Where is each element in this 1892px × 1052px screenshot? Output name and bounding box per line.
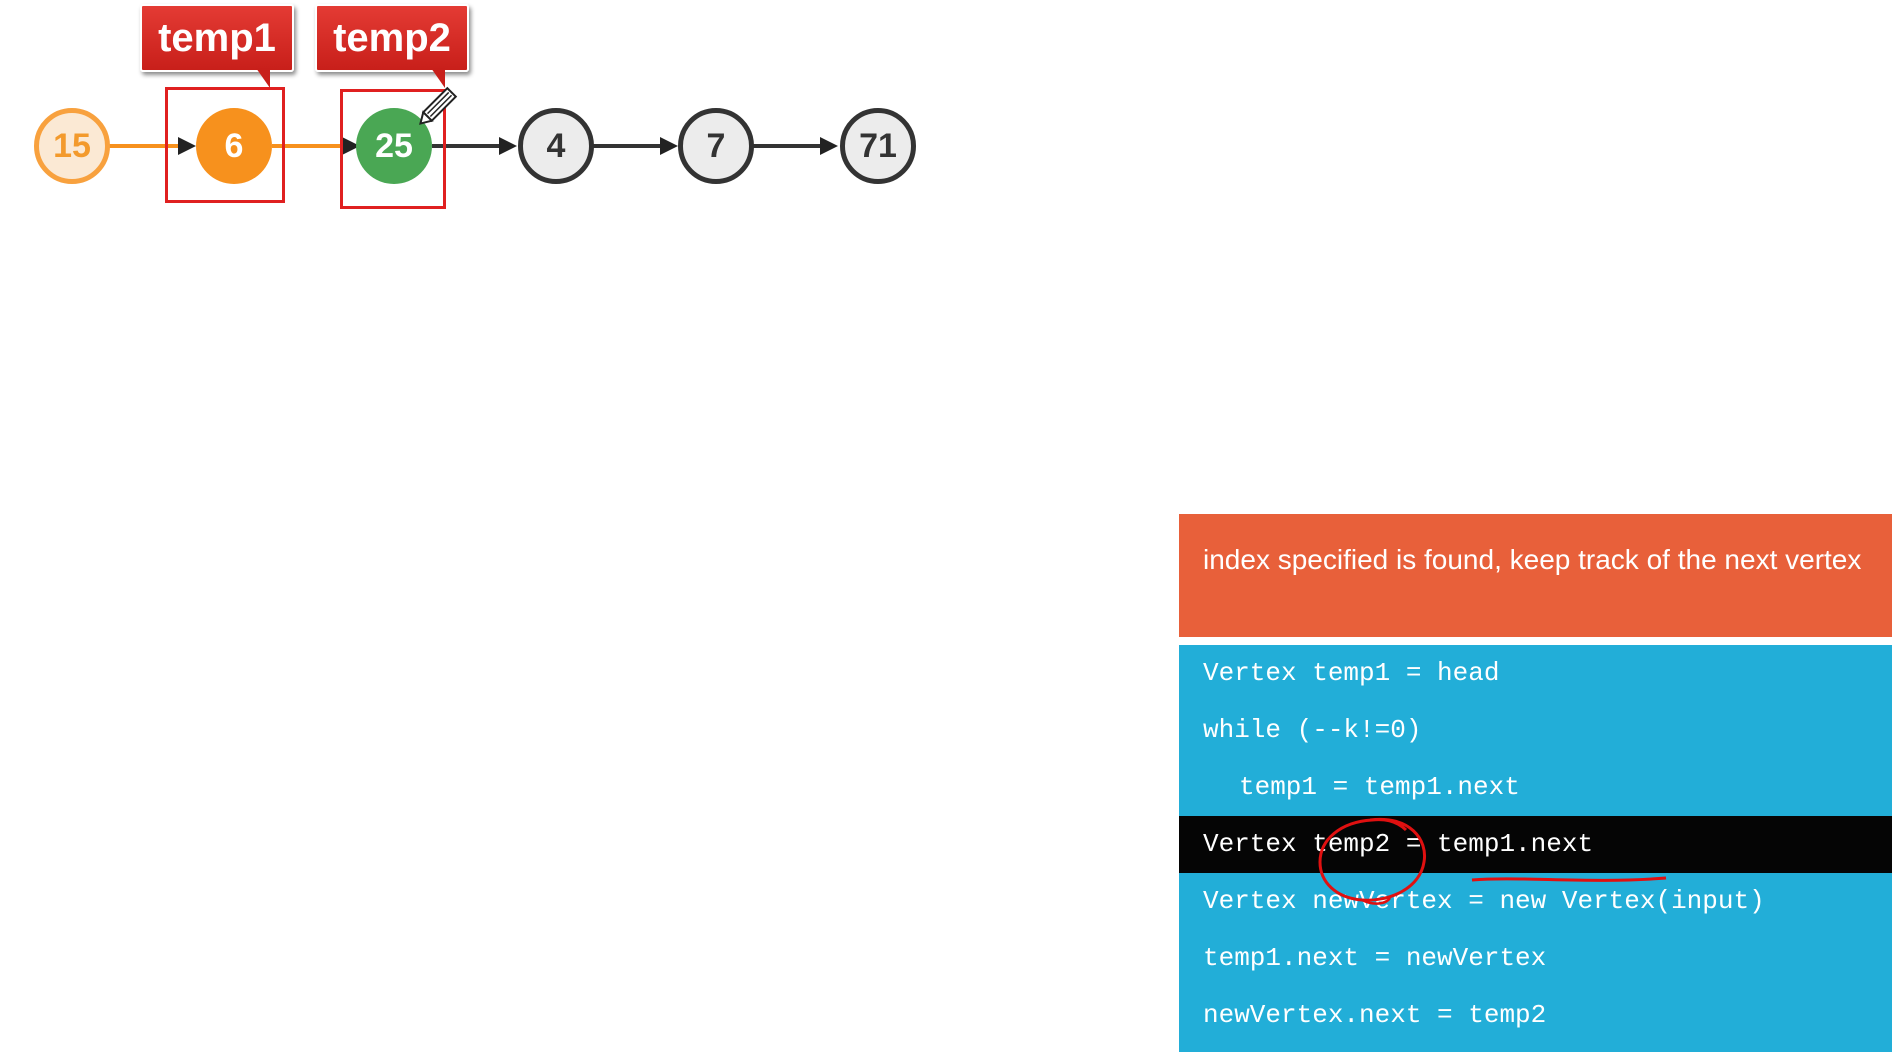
code-line-6: temp1.next = newVertex <box>1203 943 1547 973</box>
arrowhead-icon <box>660 137 678 155</box>
pseudocode-panel: Vertex temp1 = head while (--k!=0) temp1… <box>1179 645 1892 1052</box>
edge-4-7 <box>590 144 672 148</box>
temp2-pointer-tail-icon <box>431 68 445 88</box>
arrowhead-icon <box>499 137 517 155</box>
arrowhead-icon <box>820 137 838 155</box>
vertex-4[interactable]: 4 <box>518 108 594 184</box>
code-line-4-active: Vertex temp2 = temp1.next <box>1179 816 1892 873</box>
arrowhead-icon <box>342 137 360 155</box>
vertex-6[interactable]: 6 <box>196 108 272 184</box>
arrowhead-icon <box>178 137 196 155</box>
code-line-5: Vertex newVertex = new Vertex(input) <box>1203 886 1765 916</box>
vertex-7[interactable]: 7 <box>678 108 754 184</box>
edge-6-25 <box>272 144 342 148</box>
temp2-pointer-label: temp2 <box>315 4 469 72</box>
code-line-7: newVertex.next = temp2 <box>1203 1000 1547 1030</box>
code-line-3: temp1 = temp1.next <box>1239 772 1520 802</box>
status-message-panel: index specified is found, keep track of … <box>1179 514 1892 637</box>
temp1-pointer-tail-icon <box>256 68 270 88</box>
edge-15-6 <box>108 144 178 148</box>
code-line-2: while (--k!=0) <box>1203 715 1422 745</box>
pencil-cursor-icon <box>419 86 458 125</box>
vertex-15[interactable]: 15 <box>34 108 110 184</box>
edge-25-4 <box>432 144 512 148</box>
temp1-pointer-label: temp1 <box>140 4 294 72</box>
temp2-highlight-box <box>340 89 446 209</box>
temp1-highlight-box <box>165 87 285 203</box>
vertex-71[interactable]: 71 <box>840 108 916 184</box>
vertex-25[interactable]: 25 <box>356 108 432 184</box>
status-message-text: index specified is found, keep track of … <box>1203 544 1862 575</box>
code-line-1: Vertex temp1 = head <box>1203 658 1500 688</box>
edge-7-71 <box>752 144 832 148</box>
